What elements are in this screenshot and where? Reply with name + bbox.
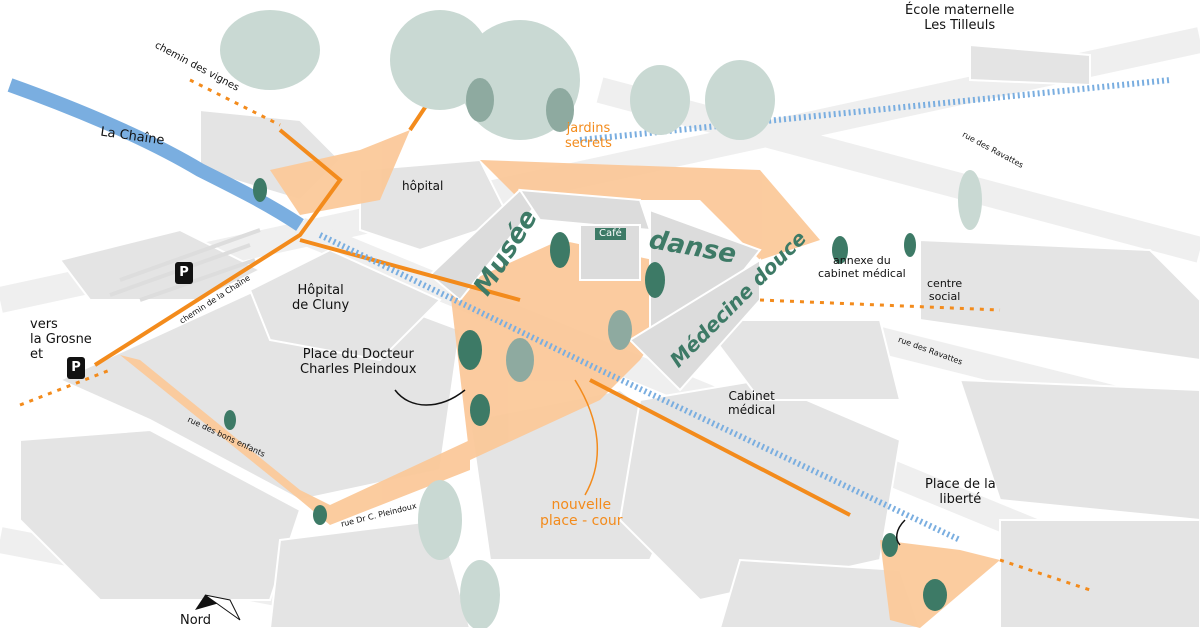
label-ecole: École maternelle Les Tilleuls [905, 3, 1015, 33]
dotted-paths [19, 78, 1091, 592]
label-nouvelle-place-cour: nouvelle place - cour [540, 497, 623, 530]
plaza-areas [120, 130, 1000, 628]
label-nord: Nord [180, 613, 212, 628]
callout-line-nouvelle-place [574, 379, 599, 496]
north-arrow-icon [195, 594, 241, 621]
buildings [19, 43, 1200, 628]
river-la-chaine [7, 78, 304, 231]
label-place-de-la-liberte: Place de la liberté [925, 477, 996, 507]
trees [220, 10, 982, 628]
label-hopital-de-cluny: Hôpital de Cluny [292, 283, 350, 313]
label-cafe: Café [595, 228, 626, 240]
label-annexe-cabinet-medical: annexe du cabinet médical [818, 254, 906, 280]
label-cabinet-medical: Cabinet médical [728, 389, 776, 417]
pedestrian-routes [93, 98, 851, 517]
parking-icon: P [67, 357, 85, 379]
label-place-du-docteur: Place du Docteur Charles Pleindoux [300, 347, 417, 377]
callout-lines [394, 389, 906, 546]
label-hopital: hôpital [402, 179, 444, 193]
parking-icon: P [175, 262, 193, 284]
label-vers-la-grosne: vers la Grosne et [30, 317, 92, 362]
label-jardins-secrets: jardins secrets [565, 121, 612, 151]
blue-hatching [318, 77, 1171, 543]
label-centre-social: centre social [927, 277, 963, 303]
